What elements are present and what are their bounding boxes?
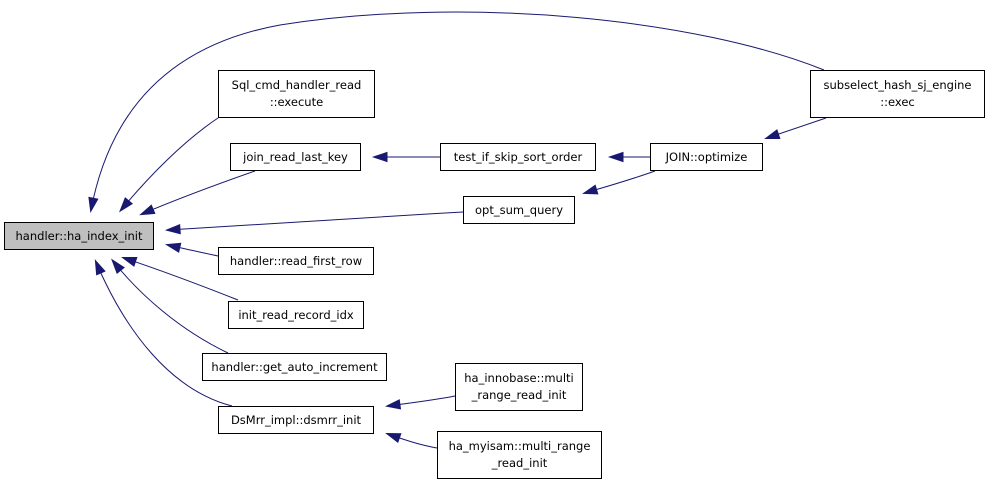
edge-join_opt-to-opt_sum	[582, 170, 656, 195]
edge-line	[120, 117, 219, 211]
node-label: ::execute	[269, 95, 324, 109]
edge-innobase-to-dsmrr	[384, 395, 456, 410]
edge-line	[167, 211, 464, 231]
edge-line	[90, 11, 825, 211]
arrowhead	[607, 151, 624, 163]
node-init-read[interactable]: init_read_record_idx	[228, 301, 364, 329]
edge-init_read-to-ha_index_init	[121, 257, 239, 301]
edge-subselect-to-join_opt	[764, 117, 827, 139]
edge-test_skip-to-join_read	[371, 151, 440, 163]
node-test-skip[interactable]: test_if_skip_sort_order	[440, 143, 596, 171]
node-label: ha_myisam::multi_range	[448, 439, 591, 453]
edge-myisam-to-dsmrr	[385, 432, 438, 449]
node-label: init_read_record_idx	[238, 307, 354, 322]
node-dsmrr[interactable]: DsMrr_impl::dsmrr_init	[218, 406, 374, 434]
node-get-auto[interactable]: handler::get_auto_increment	[202, 353, 387, 381]
node-label: handler::read_first_row	[229, 253, 363, 268]
node-subselect[interactable]: subselect_hash_sj_engine::exec	[810, 70, 985, 118]
node-label: subselect_hash_sj_engine	[823, 78, 972, 92]
arrowhead	[764, 129, 781, 139]
node-label: join_read_last_key	[243, 149, 348, 164]
node-label: opt_sum_query	[474, 202, 564, 217]
edge-get_auto-to-ha_index_init	[111, 258, 229, 354]
node-ha-index-init[interactable]: handler::ha_index_init	[4, 222, 154, 250]
node-label: handler::ha_index_init	[15, 228, 143, 243]
node-label: Sql_cmd_handler_read	[231, 78, 362, 92]
node-label: ha_innobase::multi	[464, 371, 574, 385]
arrowhead	[582, 184, 599, 195]
edge-line	[112, 260, 229, 354]
edge-subselect-to-ha_index_init	[88, 11, 825, 214]
node-join-opt[interactable]: JOIN::optimize	[650, 143, 763, 171]
arrowhead	[385, 432, 402, 444]
node-label: handler::get_auto_increment	[211, 359, 378, 374]
edge-line	[95, 261, 233, 407]
arrowhead	[94, 259, 106, 276]
edge-read_first-to-ha_index_init	[164, 242, 219, 257]
node-label: _read_init	[491, 456, 548, 470]
node-innobase[interactable]: ha_innobase::multi_range_read_init	[455, 363, 583, 411]
node-label: DsMrr_impl::dsmrr_init	[230, 412, 362, 427]
edge-join_read-to-ha_index_init	[139, 170, 256, 216]
edge-opt_sum-to-ha_index_init	[164, 211, 464, 235]
arrowhead	[164, 242, 182, 253]
arrowhead	[88, 196, 99, 214]
arrowhead	[119, 197, 134, 213]
edge-dsmrr-to-ha_index_init	[94, 259, 233, 407]
edge-sql_cmd-to-ha_index_init	[119, 117, 219, 213]
arrowhead	[371, 151, 388, 163]
node-label: _range_read_init	[471, 388, 567, 402]
node-label: test_if_skip_sort_order	[453, 149, 583, 164]
arrowhead	[384, 399, 402, 410]
arrowhead	[139, 204, 156, 216]
node-read-first[interactable]: handler::read_first_row	[218, 247, 374, 275]
node-label: JOIN::optimize	[665, 149, 748, 164]
node-sql-cmd[interactable]: Sql_cmd_handler_read::execute	[218, 70, 375, 118]
edge-line	[141, 170, 256, 215]
edges-layer	[88, 11, 827, 449]
edge-line	[123, 257, 239, 301]
node-opt-sum[interactable]: opt_sum_query	[463, 196, 575, 224]
arrowhead	[164, 223, 181, 235]
arrowhead	[111, 258, 125, 274]
arrowhead	[121, 257, 138, 267]
node-label: ::exec	[880, 95, 915, 109]
node-join-read[interactable]: join_read_last_key	[230, 143, 361, 171]
node-myisam[interactable]: ha_myisam::multi_range_read_init	[437, 431, 602, 479]
edge-join_opt-to-test_skip	[607, 151, 650, 163]
